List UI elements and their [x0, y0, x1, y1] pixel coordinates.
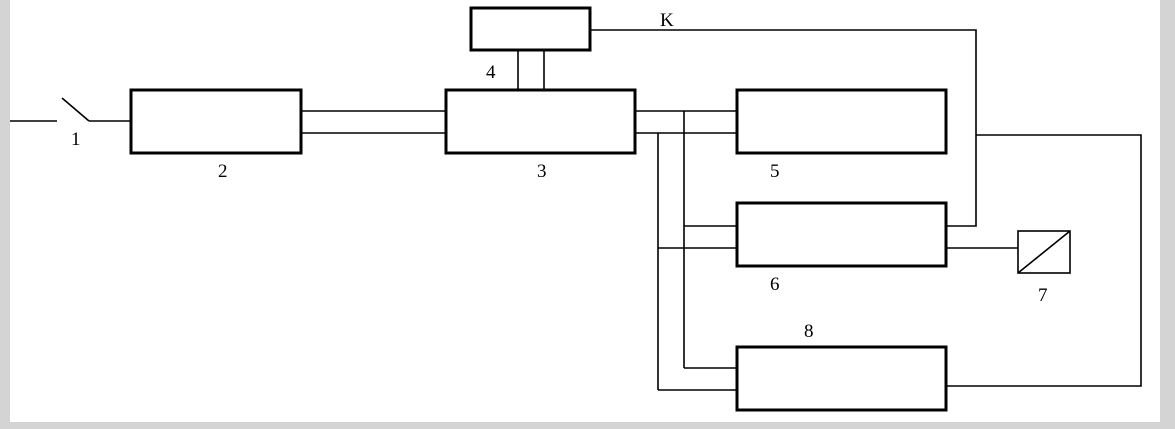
label-block-6: 6	[770, 274, 780, 295]
indicator-7-diagonal	[1017, 230, 1071, 274]
block-6	[735, 201, 948, 268]
feedback-line-k	[590, 29, 977, 227]
return-line-8	[946, 134, 1142, 387]
block-5	[735, 88, 948, 155]
label-block-5: 5	[770, 161, 780, 182]
block-3	[444, 88, 637, 155]
label-switch: 1	[71, 129, 81, 150]
label-indicator-7: 7	[1038, 285, 1048, 306]
diagram-canvas	[10, 0, 1160, 422]
block-8	[735, 345, 948, 412]
switch-blade	[61, 97, 90, 122]
label-block-4: 4	[486, 62, 496, 83]
block-2	[129, 88, 303, 155]
label-feedback-k: K	[660, 10, 674, 31]
block-4	[469, 6, 592, 52]
label-block-2: 2	[218, 161, 228, 182]
label-block-3: 3	[537, 161, 547, 182]
label-block-8: 8	[804, 321, 814, 342]
